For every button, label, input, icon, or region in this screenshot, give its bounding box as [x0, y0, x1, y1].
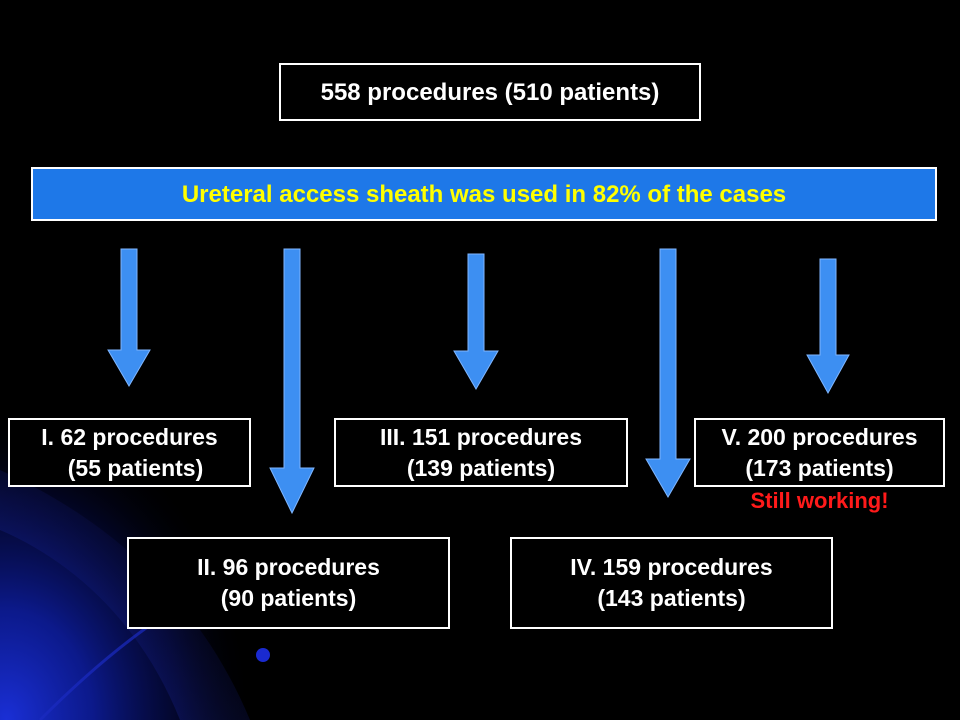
access-sheath-text: Ureteral access sheath was used in 82% o…	[181, 180, 787, 208]
stage-2-box: II. 96 procedures (90 patients)	[127, 537, 450, 629]
stage-1-procedures: I. 62 procedures	[41, 423, 218, 450]
total-procedures-box: 558 procedures (510 patients)	[279, 63, 701, 121]
stage-4-patients: (143 patients)	[597, 585, 746, 611]
stage-5-patients: (173 patients)	[745, 454, 894, 481]
background-streak	[0, 470, 250, 720]
stage-3-procedures: III. 151 procedures	[380, 423, 582, 450]
background-dot	[256, 648, 270, 662]
stage-1-patients: (55 patients)	[67, 454, 204, 481]
down-arrow-icon-1	[107, 248, 151, 387]
down-arrow-icon-4	[645, 248, 691, 498]
stage-4-procedures: IV. 159 procedures	[570, 554, 773, 580]
stage-5-box: V. 200 procedures (173 patients)	[694, 418, 945, 487]
stage-5-procedures: V. 200 procedures	[721, 423, 918, 450]
access-sheath-box: Ureteral access sheath was used in 82% o…	[31, 167, 937, 221]
stage-1-box: I. 62 procedures (55 patients)	[8, 418, 251, 487]
down-arrow-icon-3	[453, 253, 499, 390]
down-arrow-icon-2	[269, 248, 315, 515]
stage-3-patients: (139 patients)	[406, 454, 556, 481]
stage-2-patients: (90 patients)	[220, 585, 357, 611]
stage-3-box: III. 151 procedures (139 patients)	[334, 418, 628, 487]
stage-4-box: IV. 159 procedures (143 patients)	[510, 537, 833, 629]
down-arrow-icon-5	[806, 258, 850, 395]
stage-2-procedures: II. 96 procedures	[197, 554, 380, 580]
still-working-note: Still working!	[750, 488, 889, 513]
total-procedures-text: 558 procedures (510 patients)	[320, 78, 660, 106]
